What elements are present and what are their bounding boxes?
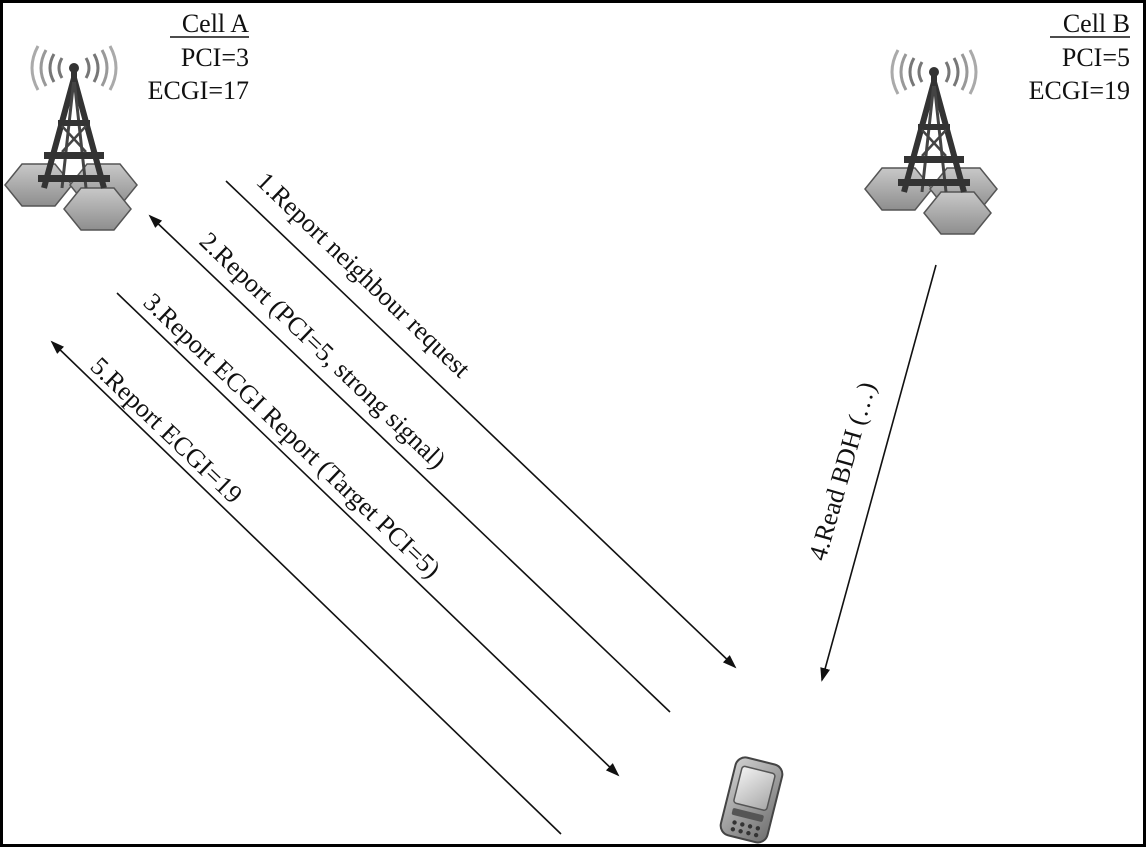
message-4-label: 4.Read BDH (…) bbox=[803, 379, 882, 564]
message-2-arrow bbox=[148, 214, 671, 713]
cell-a-name: Cell A bbox=[182, 9, 249, 38]
message-1-label: 1.Report neighbour request bbox=[251, 166, 477, 384]
cell-b-info: Cell B PCI=5 ECGI=19 bbox=[1029, 9, 1130, 105]
cell-b-name: Cell B bbox=[1063, 9, 1130, 38]
message-2-label: 2.Report (PCI=5, strong signal) bbox=[194, 226, 452, 474]
cell-a-info: Cell A PCI=3 ECGI=17 bbox=[148, 9, 250, 105]
cell-a-ecgi: ECGI=17 bbox=[148, 76, 249, 105]
cell-b-pci: PCI=5 bbox=[1062, 43, 1130, 72]
cell-a-tower-icon bbox=[5, 46, 137, 230]
cell-a-pci: PCI=3 bbox=[181, 43, 249, 72]
message-4-arrow bbox=[820, 264, 937, 682]
message-5-arrow bbox=[50, 340, 562, 835]
cell-b-ecgi: ECGI=19 bbox=[1029, 76, 1130, 105]
message-3-arrow bbox=[116, 292, 620, 777]
mobile-phone-icon bbox=[719, 756, 784, 844]
message-1-arrow bbox=[225, 180, 737, 669]
cell-b-tower-icon bbox=[865, 50, 997, 234]
